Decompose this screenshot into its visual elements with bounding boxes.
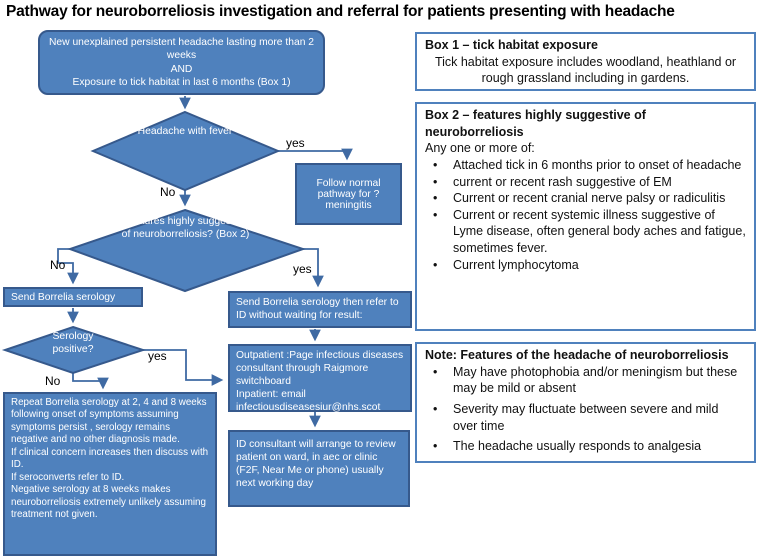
bullet-icon: • (433, 191, 438, 206)
decision-features-label: Features highly suggestive of neuroborre… (121, 216, 250, 240)
bullet-icon: • (433, 157, 438, 172)
bullet-icon: • (433, 174, 438, 189)
bullet-icon: • (433, 364, 438, 379)
id-review-node: ID consultant will arrange to review pat… (228, 430, 410, 507)
info-box2-title: Box 2 – features highly suggestive of ne… (425, 108, 646, 139)
list-item: • Current lymphocytoma (425, 257, 746, 274)
bullet-icon: • (433, 257, 438, 272)
list-item-text: current or recent rash suggestive of EM (453, 174, 672, 189)
list-item: • Current or recent systemic illness sugg… (425, 207, 746, 257)
list-item-text: Current lymphocytoma (453, 257, 579, 272)
info-note-box: Note: Features of the headache of neurob… (415, 342, 756, 463)
info-note-list: • May have photophobia and/or meningism b… (425, 364, 746, 455)
list-item: • Attached tick in 6 months prior to onse… (425, 157, 746, 174)
edge-label-yes-serology: yes (148, 349, 167, 363)
info-box1: Box 1 – tick habitat exposure Tick habit… (415, 32, 756, 91)
edge-label-yes-features: yes (293, 262, 312, 276)
list-item: • Current or recent cranial nerve palsy o… (425, 190, 746, 207)
edge-label-yes-fever: yes (286, 136, 305, 150)
meningitis-node: Follow normal pathway for ?meningitis (295, 163, 402, 225)
info-box2-intro: Any one or more of: (425, 141, 535, 156)
list-item-text: Current or recent systemic illness sugge… (453, 207, 746, 255)
send-serology-node: Send Borrelia serology (3, 287, 143, 307)
info-box1-title: Box 1 – tick habitat exposure (425, 38, 598, 52)
info-box1-body: Tick habitat exposure includes woodland,… (434, 54, 737, 86)
list-item-text: May have photophobia and/or meningism bu… (453, 364, 738, 396)
list-item-text: Attached tick in 6 months prior to onset… (453, 157, 742, 172)
bullet-icon: • (433, 401, 438, 416)
bullet-icon: • (433, 207, 438, 222)
start-node: New unexplained persistent headache last… (38, 30, 325, 95)
page-title: Pathway for neuroborreliosis investigati… (6, 3, 675, 20)
decision-fever-diamond (90, 110, 281, 192)
edge-label-no-features: No (50, 258, 66, 272)
repeat-serology-node: Repeat Borrelia serology at 2, 4 and 8 w… (3, 392, 217, 556)
list-item-text: Severity may fluctuate between severe an… (453, 401, 719, 433)
info-note-title: Note: Features of the headache of neurob… (425, 348, 729, 362)
decision-serology-label: Serology positive? (52, 331, 94, 355)
list-item: • The headache usually responds to analge… (425, 438, 746, 455)
contact-node: Outpatient :Page infectious diseases con… (228, 344, 412, 413)
list-item: • May have photophobia and/or meningism b… (425, 364, 746, 397)
edge-label-no-serology: No (45, 374, 61, 388)
list-item: • current or recent rash suggestive of EM (425, 174, 746, 191)
edge-label-no-fever: No (160, 185, 176, 199)
list-item: • Severity may fluctuate between severe a… (425, 401, 746, 434)
info-box2-list: • Attached tick in 6 months prior to onse… (425, 157, 746, 273)
list-item-text: Current or recent cranial nerve palsy or… (453, 191, 726, 206)
list-item-text: The headache usually responds to analges… (453, 439, 702, 454)
decision-fever-label: Headache with fever (137, 126, 233, 137)
info-box2: Box 2 – features highly suggestive of ne… (415, 102, 756, 331)
bullet-icon: • (433, 439, 438, 454)
send-refer-node: Send Borrelia serology then refer to ID … (228, 291, 412, 328)
